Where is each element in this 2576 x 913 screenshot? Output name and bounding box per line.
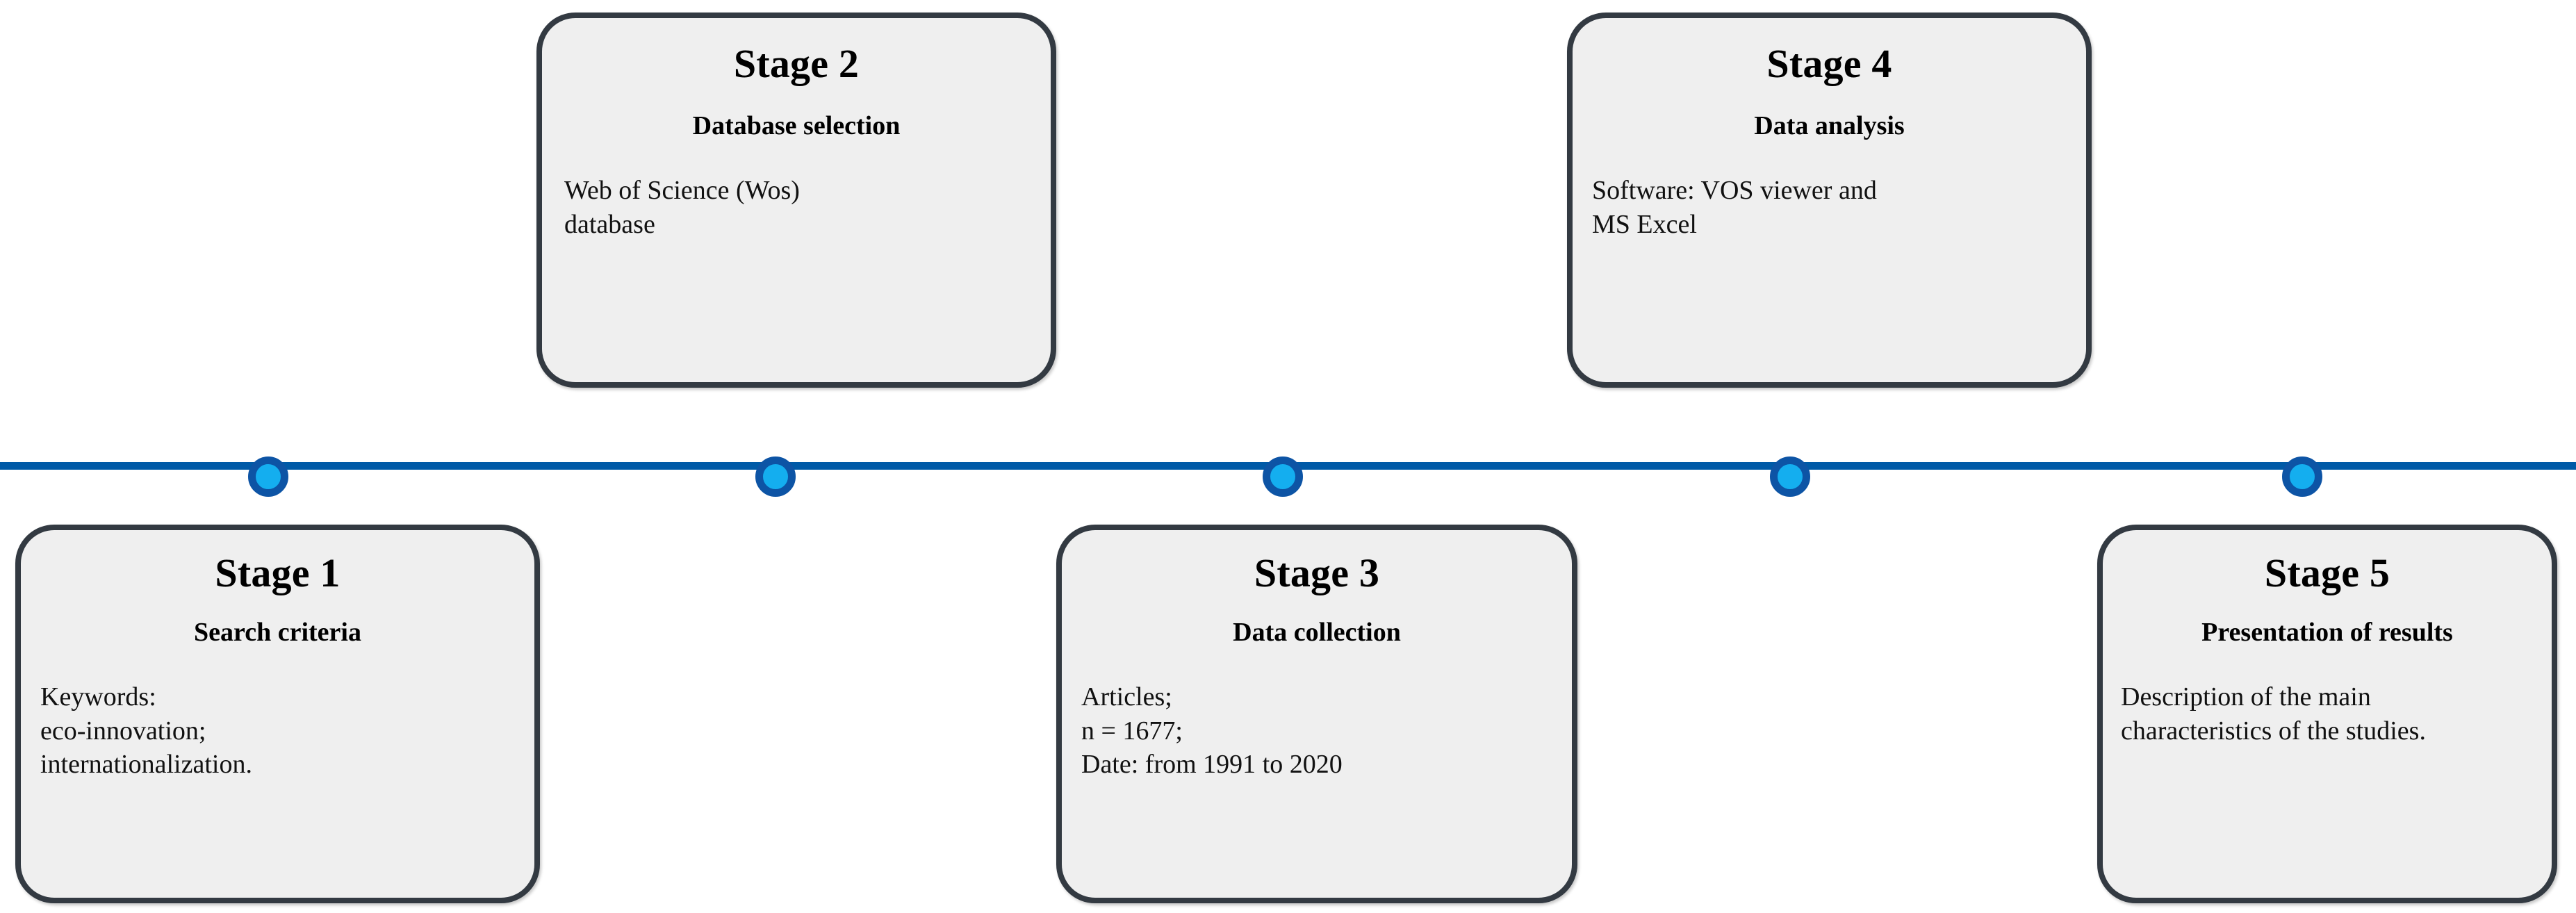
stage-card-stage-2[interactable]: Stage 2 Database selection Web of Scienc… xyxy=(536,13,1056,388)
stage-title: Stage 2 xyxy=(733,41,860,86)
stage-subtitle: Database selection xyxy=(692,111,901,141)
timeline-dot-stage-5[interactable] xyxy=(2282,456,2322,497)
stage-card-stage-1[interactable]: Stage 1 Search criteria Keywords: eco-in… xyxy=(15,525,540,903)
stage-subtitle: Data analysis xyxy=(1754,111,1905,141)
stage-card-stage-3[interactable]: Stage 3 Data collection Articles; n = 16… xyxy=(1056,525,1577,903)
stage-body: Software: VOS viewer and MS Excel xyxy=(1592,176,1877,239)
timeline-dot-stage-3[interactable] xyxy=(1263,456,1303,497)
stage-card-stage-4[interactable]: Stage 4 Data analysis Software: VOS view… xyxy=(1567,13,2092,388)
stage-subtitle: Search criteria xyxy=(194,618,361,648)
stage-body: Keywords: eco-innovation; internationali… xyxy=(40,682,252,780)
stage-card-stage-5[interactable]: Stage 5 Presentation of results Descript… xyxy=(2097,525,2557,903)
timeline-dot-stage-2[interactable] xyxy=(755,456,796,497)
stage-title: Stage 1 xyxy=(215,550,341,595)
stage-title: Stage 5 xyxy=(2264,550,2390,595)
stage-body: Web of Science (Wos) database xyxy=(564,176,800,239)
stage-body: Articles; n = 1677; Date: from 1991 to 2… xyxy=(1081,682,1343,780)
stage-body: Description of the main characteristics … xyxy=(2121,682,2426,746)
timeline-dot-stage-4[interactable] xyxy=(1770,456,1810,497)
stage-subtitle: Data collection xyxy=(1233,618,1401,648)
timeline-dot-stage-1[interactable] xyxy=(248,456,288,497)
stage-title: Stage 3 xyxy=(1254,550,1380,595)
stage-subtitle: Presentation of results xyxy=(2201,618,2453,648)
stage-title: Stage 4 xyxy=(1766,41,1892,86)
